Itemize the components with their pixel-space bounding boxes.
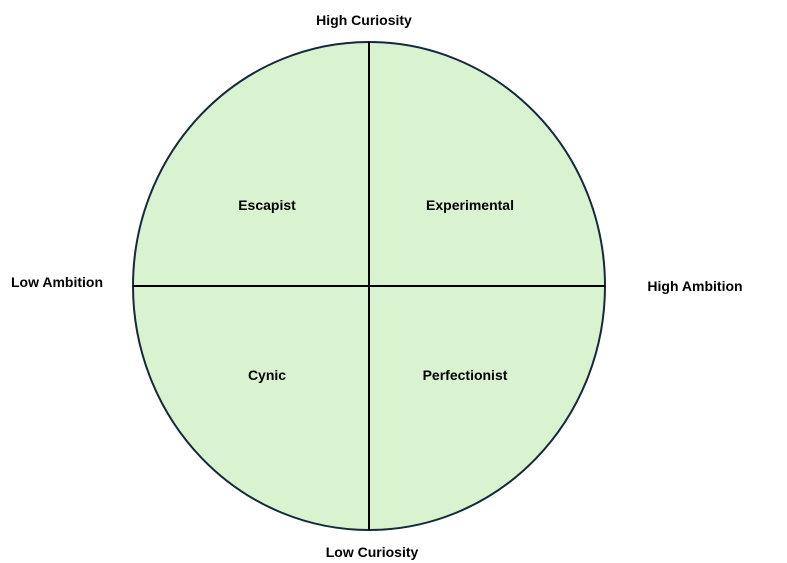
quadrant-label-experimental: Experimental <box>426 197 514 213</box>
axis-label-high-ambition: High Ambition <box>647 278 743 294</box>
axis-label-low-curiosity: Low Curiosity <box>325 544 419 560</box>
quadrant-label-escapist: Escapist <box>238 197 296 213</box>
axis-label-high-curiosity: High Curiosity <box>316 12 412 28</box>
quadrant-label-cynic: Cynic <box>247 367 287 383</box>
quadrant-label-perfectionist: Perfectionist <box>422 367 508 383</box>
axis-label-low-ambition: Low Ambition <box>10 274 104 290</box>
